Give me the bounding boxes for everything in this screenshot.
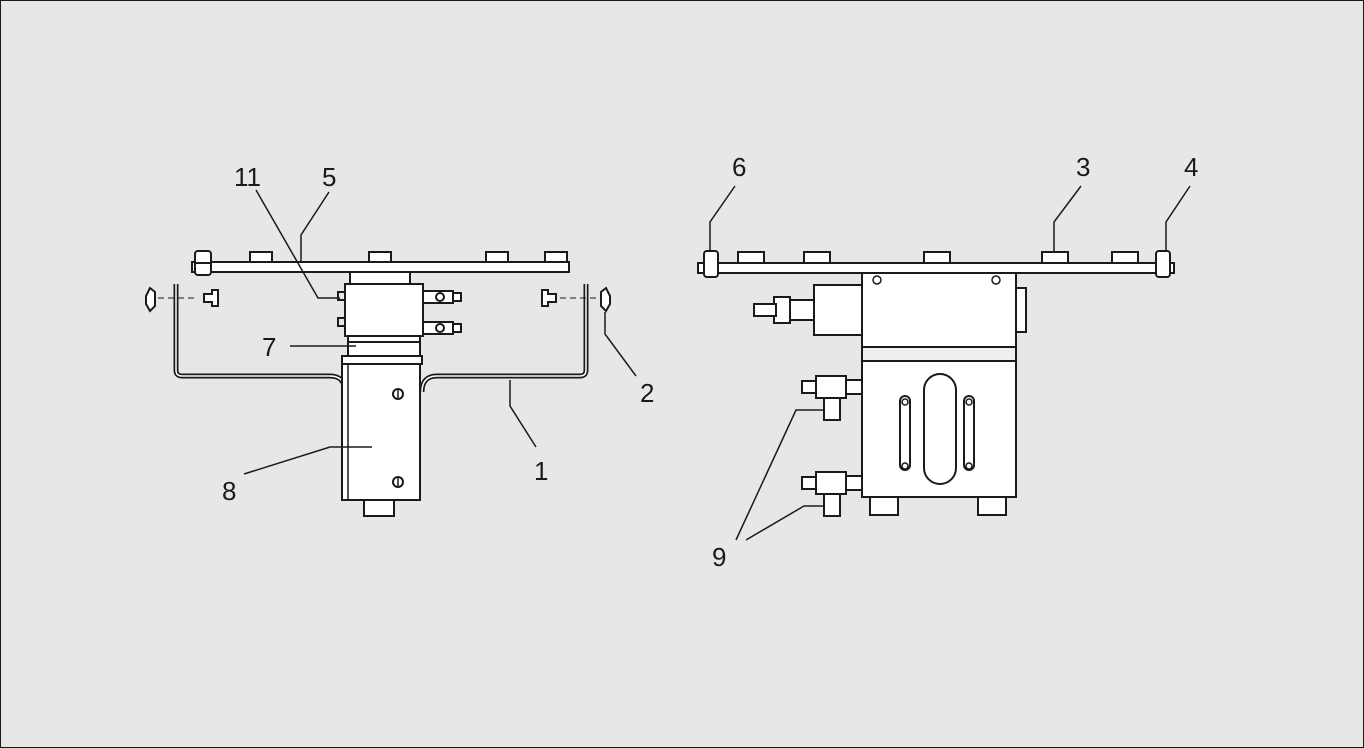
slot-left (899, 395, 911, 471)
plate-neck (349, 271, 411, 285)
leader-2 (604, 312, 637, 377)
right-assembly (697, 250, 1175, 517)
rail-plate (697, 262, 1175, 274)
connector-lower-block (845, 475, 863, 491)
sight-window (923, 373, 957, 485)
leader-3 (1053, 185, 1082, 252)
main-block-band (861, 346, 1017, 362)
top-plate (191, 261, 570, 273)
cylinder-end-right (1015, 287, 1027, 333)
cylinder-body (813, 284, 863, 336)
leader-8 (243, 446, 372, 475)
left-assembly (145, 250, 611, 517)
connector-lower-stem (823, 493, 841, 517)
callout-8: 8 (222, 476, 236, 506)
housing-body (341, 363, 421, 501)
fastener-left-nut (145, 286, 156, 313)
fitting-lower-screw (435, 323, 445, 333)
leader-lines (243, 185, 1191, 541)
connector-lower (815, 471, 847, 495)
top-plate-lug-2 (368, 251, 392, 263)
center-mark-left (872, 275, 882, 285)
leader-5 (300, 191, 330, 262)
connector-upper-nut (801, 380, 817, 394)
slot-left-screw-top (901, 398, 909, 406)
fitting-upper-screw (435, 292, 445, 302)
leader-1 (509, 380, 537, 448)
housing (341, 355, 423, 365)
leader-9a (735, 409, 824, 541)
fastener-right-nut (600, 286, 611, 313)
rail-lug-4 (1041, 251, 1069, 264)
connector-upper-stem (823, 397, 841, 421)
rail-lug-2 (803, 251, 831, 264)
connector-upper-block (845, 379, 863, 395)
callout-9: 9 (712, 542, 726, 572)
fitting-lower-cap (452, 323, 462, 333)
rail-lug-1 (737, 251, 765, 264)
valve-block-notch (337, 291, 345, 327)
slot-right (963, 395, 975, 471)
top-plate-lug-3 (485, 251, 509, 263)
rail-end-cap-right (1155, 250, 1171, 278)
connector-lower-nut (801, 476, 817, 490)
callout-2: 2 (640, 378, 654, 408)
slot-right-screw-bottom (965, 462, 973, 470)
leader-4 (1165, 185, 1191, 252)
rail-lug-5 (1111, 251, 1139, 264)
block-foot-left (869, 496, 899, 516)
callout-3: 3 (1076, 152, 1090, 182)
rail-lug-3 (923, 251, 951, 264)
block-foot-right (977, 496, 1007, 516)
valve-block (344, 283, 424, 337)
rail-end-cap-left (703, 250, 719, 278)
callout-1: 1 (534, 456, 548, 486)
callout-4: 4 (1184, 152, 1198, 182)
connector-upper (815, 375, 847, 399)
leader-6 (709, 185, 736, 251)
slot-right-screw-top (965, 398, 973, 406)
leader-9b (745, 505, 824, 541)
housing-foot (363, 499, 395, 517)
fastener-right-screw (541, 289, 557, 307)
callout-6: 6 (732, 152, 746, 182)
callouts: 11 5 7 8 1 2 6 3 4 9 (222, 152, 1198, 572)
cylinder-rod (753, 303, 777, 317)
callout-11: 11 (234, 162, 261, 192)
top-plate-lug-1 (249, 251, 273, 263)
leader-11 (255, 189, 340, 299)
center-mark-right (991, 275, 1001, 285)
cylinder-collar (789, 299, 815, 321)
callout-5: 5 (322, 162, 336, 192)
fastener-left-screw (203, 289, 219, 307)
callout-7: 7 (262, 332, 276, 362)
slot-left-screw-bottom (901, 462, 909, 470)
fitting-upper-cap (452, 292, 462, 302)
coupling (347, 335, 421, 357)
top-plate-lug-4 (544, 251, 568, 263)
